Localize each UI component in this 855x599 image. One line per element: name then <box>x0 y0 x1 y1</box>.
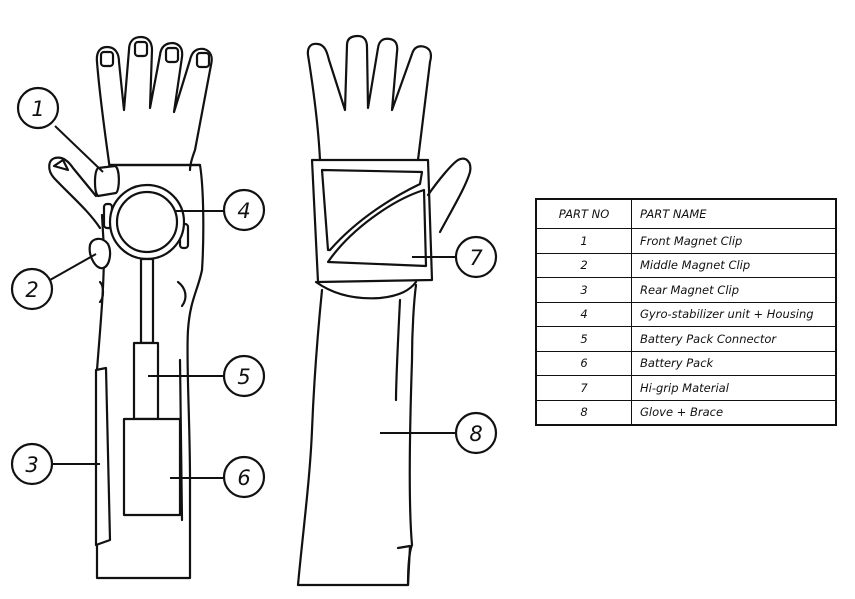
cell-part-no: 6 <box>535 350 632 376</box>
right-glove-fingers <box>306 34 433 162</box>
callouts: 1 2 3 4 5 6 7 8 <box>10 86 498 499</box>
left-glove <box>48 35 213 580</box>
left-glove-fingers <box>95 35 213 172</box>
cell-part-no: 2 <box>535 252 632 278</box>
cell-part-no: 1 <box>535 228 632 254</box>
right-glove-hand <box>310 158 434 284</box>
callout-number: 8 <box>469 422 482 446</box>
cell-part-no: 8 <box>535 399 632 426</box>
callout-number: 2 <box>25 278 38 302</box>
middle-magnet-clip <box>88 237 112 270</box>
thumb-nail <box>52 158 70 172</box>
cell-part-no: 5 <box>535 326 632 352</box>
cell-part-name: Middle Magnet Clip <box>631 252 837 278</box>
header-part-no: PART NO <box>535 198 632 229</box>
left-glove-outline <box>95 163 205 580</box>
hi-grip-panel <box>320 168 424 252</box>
glove-detail <box>396 544 412 587</box>
glove-detail <box>98 280 105 304</box>
battery-pack-connector <box>132 341 160 421</box>
battery-pack-connector-cable <box>139 257 155 345</box>
callout-number: 6 <box>237 466 250 490</box>
battery-pack <box>122 417 182 517</box>
cell-part-name: Front Magnet Clip <box>631 228 837 254</box>
callout-circle <box>454 411 498 455</box>
callout-circle <box>222 188 266 232</box>
cell-part-name: Hi-grip Material <box>631 375 837 401</box>
callout-circle <box>222 455 266 499</box>
rear-magnet-clip <box>94 366 112 547</box>
cell-part-name: Battery Pack Connector <box>631 326 837 352</box>
right-glove <box>296 34 472 587</box>
front-magnet-clip <box>93 164 120 198</box>
callout-number: 4 <box>237 199 250 223</box>
cell-part-no: 4 <box>535 301 632 327</box>
callout-circle <box>10 267 54 311</box>
callout-number: 5 <box>237 365 250 389</box>
callout-number: 1 <box>31 97 44 121</box>
cell-part-name: Rear Magnet Clip <box>631 277 837 303</box>
glove-detail <box>176 280 187 308</box>
cell-part-name: Gyro-stabilizer unit + Housing <box>631 301 837 327</box>
callout-circle <box>16 86 60 130</box>
glove-seam <box>394 298 402 402</box>
callout-number: 3 <box>25 453 38 477</box>
nail <box>133 40 149 58</box>
callout-circle <box>454 235 498 279</box>
cell-part-no: 3 <box>535 277 632 303</box>
right-glove-strap <box>314 280 418 300</box>
nail <box>195 51 211 69</box>
table-header-row: PART NO PART NAME <box>535 198 837 229</box>
nail <box>164 46 180 64</box>
right-glove-thumb <box>426 157 472 234</box>
nail <box>99 50 115 68</box>
cell-part-name: Glove + Brace <box>631 399 837 426</box>
callout-circle <box>222 354 266 398</box>
callout-number: 7 <box>469 246 483 270</box>
callout-circle <box>10 442 54 486</box>
hi-grip-panel <box>326 188 428 268</box>
header-part-name: PART NAME <box>631 198 837 229</box>
cell-part-name: Battery Pack <box>631 350 837 376</box>
gyro-stabilizer-unit <box>115 190 179 254</box>
left-glove-thumb <box>48 156 102 230</box>
cell-part-no: 7 <box>535 375 632 401</box>
